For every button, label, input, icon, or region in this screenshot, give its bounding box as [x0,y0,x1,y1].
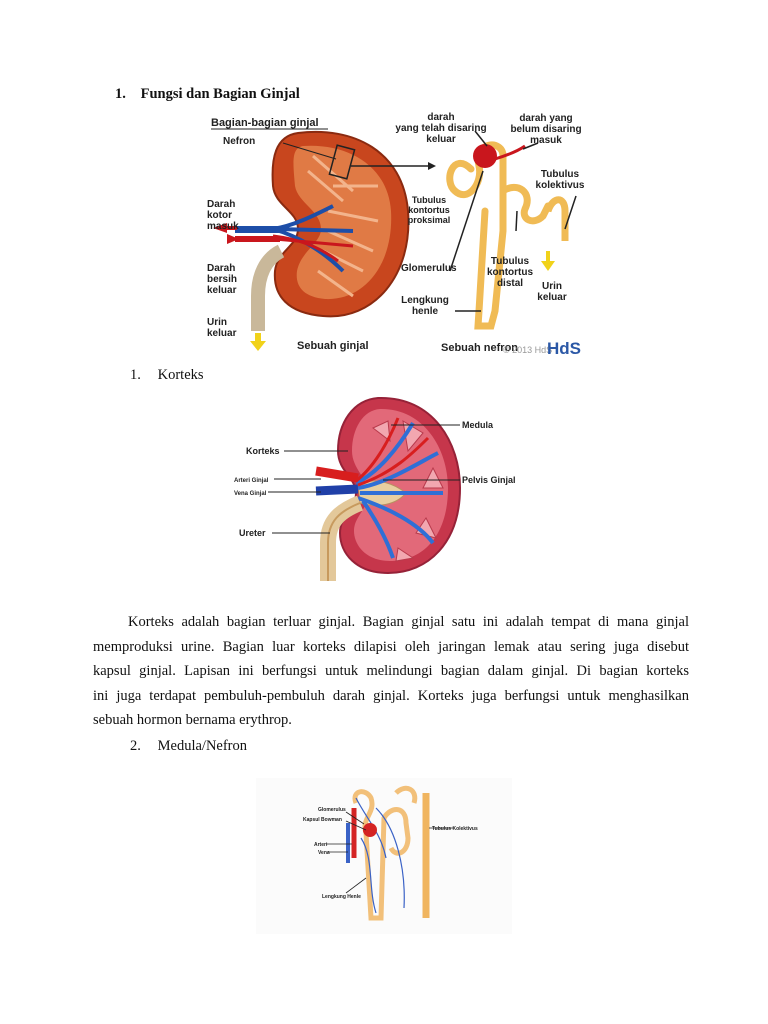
sebuah-nefron-label: Sebuah nefron [441,342,518,354]
darah-kotor-label-1: Darah [207,199,235,210]
kidney-cross-section-figure: Medula Korteks Arteri Ginjal Vena Ginjal… [228,393,528,583]
tubulus-proksimal-label-3: proksimal [408,215,451,225]
tubulus-kolektivus-small-label: Tubulus Kolektivus [432,826,478,832]
darah-telah-label-1: darah [427,112,454,123]
nephron-illustration [446,130,577,330]
medula-label: Medula [462,420,494,430]
korteks-label: Korteks [246,446,280,456]
urin-keluar-left-label-1: Urin [207,317,227,328]
kidney-section-illustration [315,396,462,581]
item-medula-number: 2. [130,738,141,754]
darah-belum-label-2: belum disaring [510,124,581,135]
darah-kotor-label-2: kotor [207,210,232,221]
kidney-nephron-figure: Bagian-bagian ginjal Nefron darah yang t… [203,111,591,358]
tubulus-distal-label-3: distal [497,278,523,289]
darah-telah-label-3: keluar [426,134,456,145]
vena-label: Vena [318,850,330,856]
darah-kotor-label-3: masuk [207,221,239,232]
paragraph-line: kapsul ginjal. Lapisan ini berfungsi unt… [93,663,689,680]
urin-keluar-right-label-2: keluar [537,292,567,303]
paragraph-line: sebuah hormon bernama erythrop. [93,712,292,729]
darah-belum-label-1: darah yang [519,113,572,124]
tubulus-distal-label-2: kontortus [487,267,534,278]
hds-logo: HdS [547,339,581,358]
paragraph-line: Korteks adalah bagian terluar ginjal. Ba… [128,614,689,630]
tubulus-kolektivus-label-1: Tubulus [541,169,580,180]
nefron-label: Nefron [223,136,255,147]
darah-bersih-label-1: Darah [207,263,235,274]
kidney-illustration [213,130,436,351]
arteri-label: Arteri [314,842,328,848]
watermark-text: © 2013 HdS [503,345,552,355]
tubulus-proksimal-label-2: kontortus [408,205,450,215]
tubulus-proksimal-label-1: Tubulus [412,195,446,205]
glomerulus-label: Glomerulus [401,263,457,274]
paragraph-line: memproduksi urine. Bagian luar korteks d… [93,638,689,655]
tubulus-distal-label-1: Tubulus [491,256,530,267]
paragraph-line: ini juga terdapat pembuluh-pembuluh dara… [93,687,689,704]
sebuah-ginjal-label: Sebuah ginjal [297,340,369,352]
urin-keluar-left-label-2: keluar [207,328,237,339]
pelvis-ginjal-label: Pelvis Ginjal [462,475,516,485]
urin-keluar-right-label-1: Urin [542,281,562,292]
vena-ginjal-label: Vena Ginjal [234,491,267,497]
glomerulus-small-label: Glomerulus [318,807,346,813]
tubulus-kolektivus-label-2: kolektivus [536,180,585,191]
figure-title: Bagian-bagian ginjal [211,117,319,129]
nephron-small-illustration [346,785,430,921]
kapsul-bowman-label: Kapsul Bowman [303,817,342,823]
item-medula: 2. Medula/Nefron [130,738,247,755]
nephron-figure: Glomerulus Kapsul Bowman Tubulus Kolekti… [256,778,512,934]
darah-telah-label-2: yang telah disaring [395,123,486,134]
arteri-ginjal-label: Arteri Ginjal [234,478,269,484]
section-heading: 1. Fungsi dan Bagian Ginjal [115,86,300,103]
lengkung-henle-label-2: henle [412,306,439,317]
item-korteks-number: 1. [130,367,141,383]
ureter-label: Ureter [239,528,266,538]
section-number: 1. [115,86,126,102]
item-korteks-label: Korteks [157,367,204,383]
darah-belum-label-3: masuk [530,135,562,146]
lengkung-henle-small-label: Lengkung Henle [322,894,361,900]
lengkung-henle-label-1: Lengkung [401,295,449,306]
darah-bersih-label-3: keluar [207,285,237,296]
item-korteks: 1. Korteks [130,367,204,384]
item-medula-label: Medula/Nefron [157,738,248,754]
korteks-paragraph: Korteks adalah bagian terluar ginjal. Ba… [93,610,689,733]
section-title: Fungsi dan Bagian Ginjal [140,86,300,102]
darah-bersih-label-2: bersih [207,274,237,285]
